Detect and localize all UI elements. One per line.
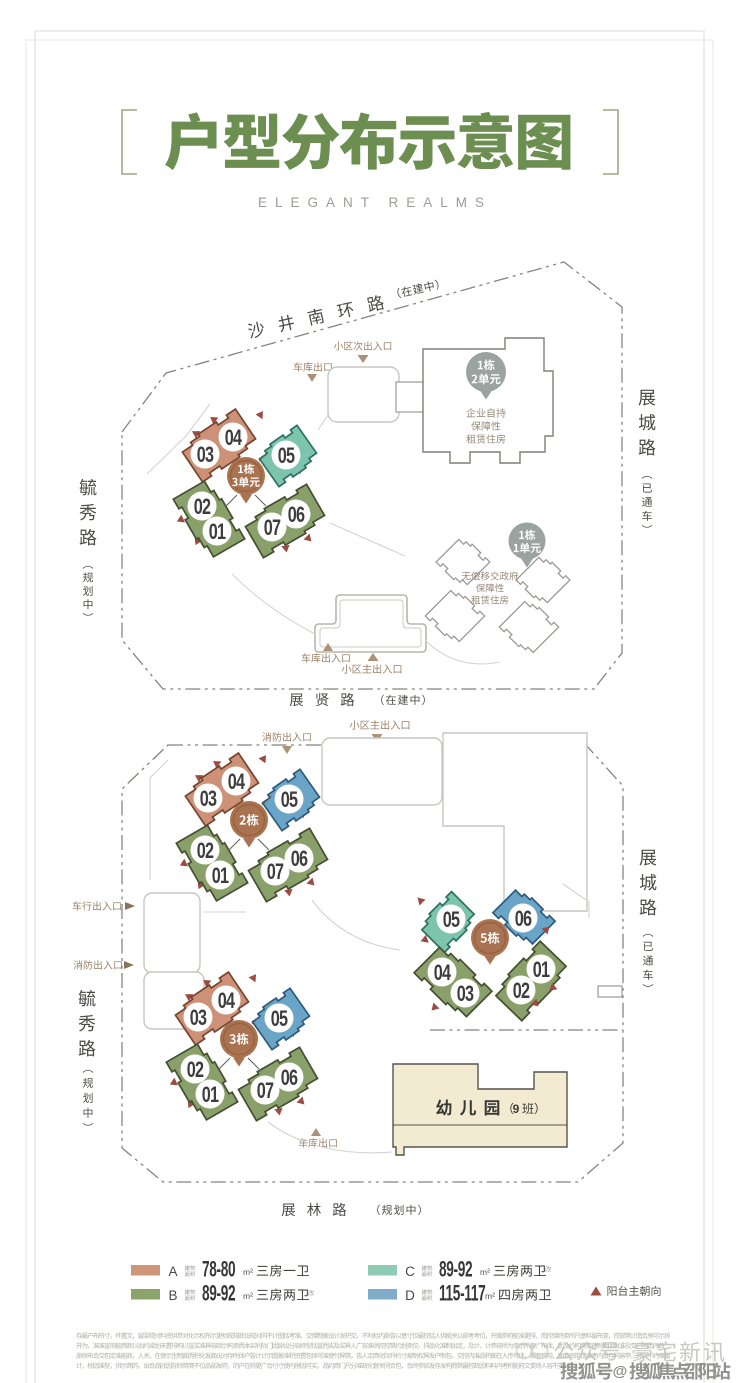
svg-text:m²: m² [485, 1291, 495, 1301]
svg-text:03: 03 [197, 443, 214, 468]
svg-text:02: 02 [194, 495, 211, 520]
svg-text:@: @ [613, 1363, 628, 1380]
svg-text:05: 05 [271, 1007, 288, 1032]
svg-text:m²: m² [243, 1267, 253, 1277]
svg-text:01: 01 [533, 958, 550, 983]
svg-text:06: 06 [288, 503, 305, 528]
svg-text:06: 06 [281, 1066, 298, 1091]
svg-text:01: 01 [209, 520, 226, 545]
svg-text:05: 05 [443, 908, 460, 933]
svg-text:115-117: 115-117 [439, 1280, 486, 1305]
svg-text:04: 04 [225, 426, 242, 451]
svg-text:89-92: 89-92 [439, 1256, 473, 1281]
svg-text:07: 07 [257, 1079, 274, 1104]
svg-text:04: 04 [218, 989, 235, 1014]
svg-text:03: 03 [190, 1006, 207, 1031]
svg-text:05: 05 [278, 444, 295, 469]
svg-text:05: 05 [281, 788, 298, 813]
svg-text:78-80: 78-80 [202, 1256, 236, 1281]
svg-text::: : [619, 1341, 624, 1361]
svg-text:C: C [405, 1264, 415, 1279]
svg-text:02: 02 [197, 839, 214, 864]
svg-text:m²: m² [480, 1267, 490, 1277]
svg-text:04: 04 [434, 961, 451, 986]
svg-text:B: B [168, 1288, 177, 1303]
svg-text:07: 07 [267, 860, 284, 885]
svg-text:ELEGANT REALMS: ELEGANT REALMS [258, 195, 492, 210]
svg-text:02: 02 [187, 1058, 204, 1083]
svg-text:07: 07 [264, 516, 281, 541]
svg-text:01: 01 [202, 1083, 219, 1108]
svg-text:03: 03 [457, 982, 474, 1007]
svg-text:03: 03 [200, 787, 217, 812]
svg-text:01: 01 [212, 864, 229, 889]
svg-text:02: 02 [513, 979, 530, 1004]
svg-text:06: 06 [515, 907, 532, 932]
svg-text:A: A [168, 1264, 177, 1279]
svg-text:06: 06 [291, 847, 308, 872]
svg-text:04: 04 [228, 770, 245, 795]
svg-text:89-92: 89-92 [202, 1280, 236, 1305]
svg-text:9: 9 [513, 1102, 520, 1116]
svg-text:m²: m² [243, 1291, 253, 1301]
svg-text:D: D [405, 1288, 415, 1303]
